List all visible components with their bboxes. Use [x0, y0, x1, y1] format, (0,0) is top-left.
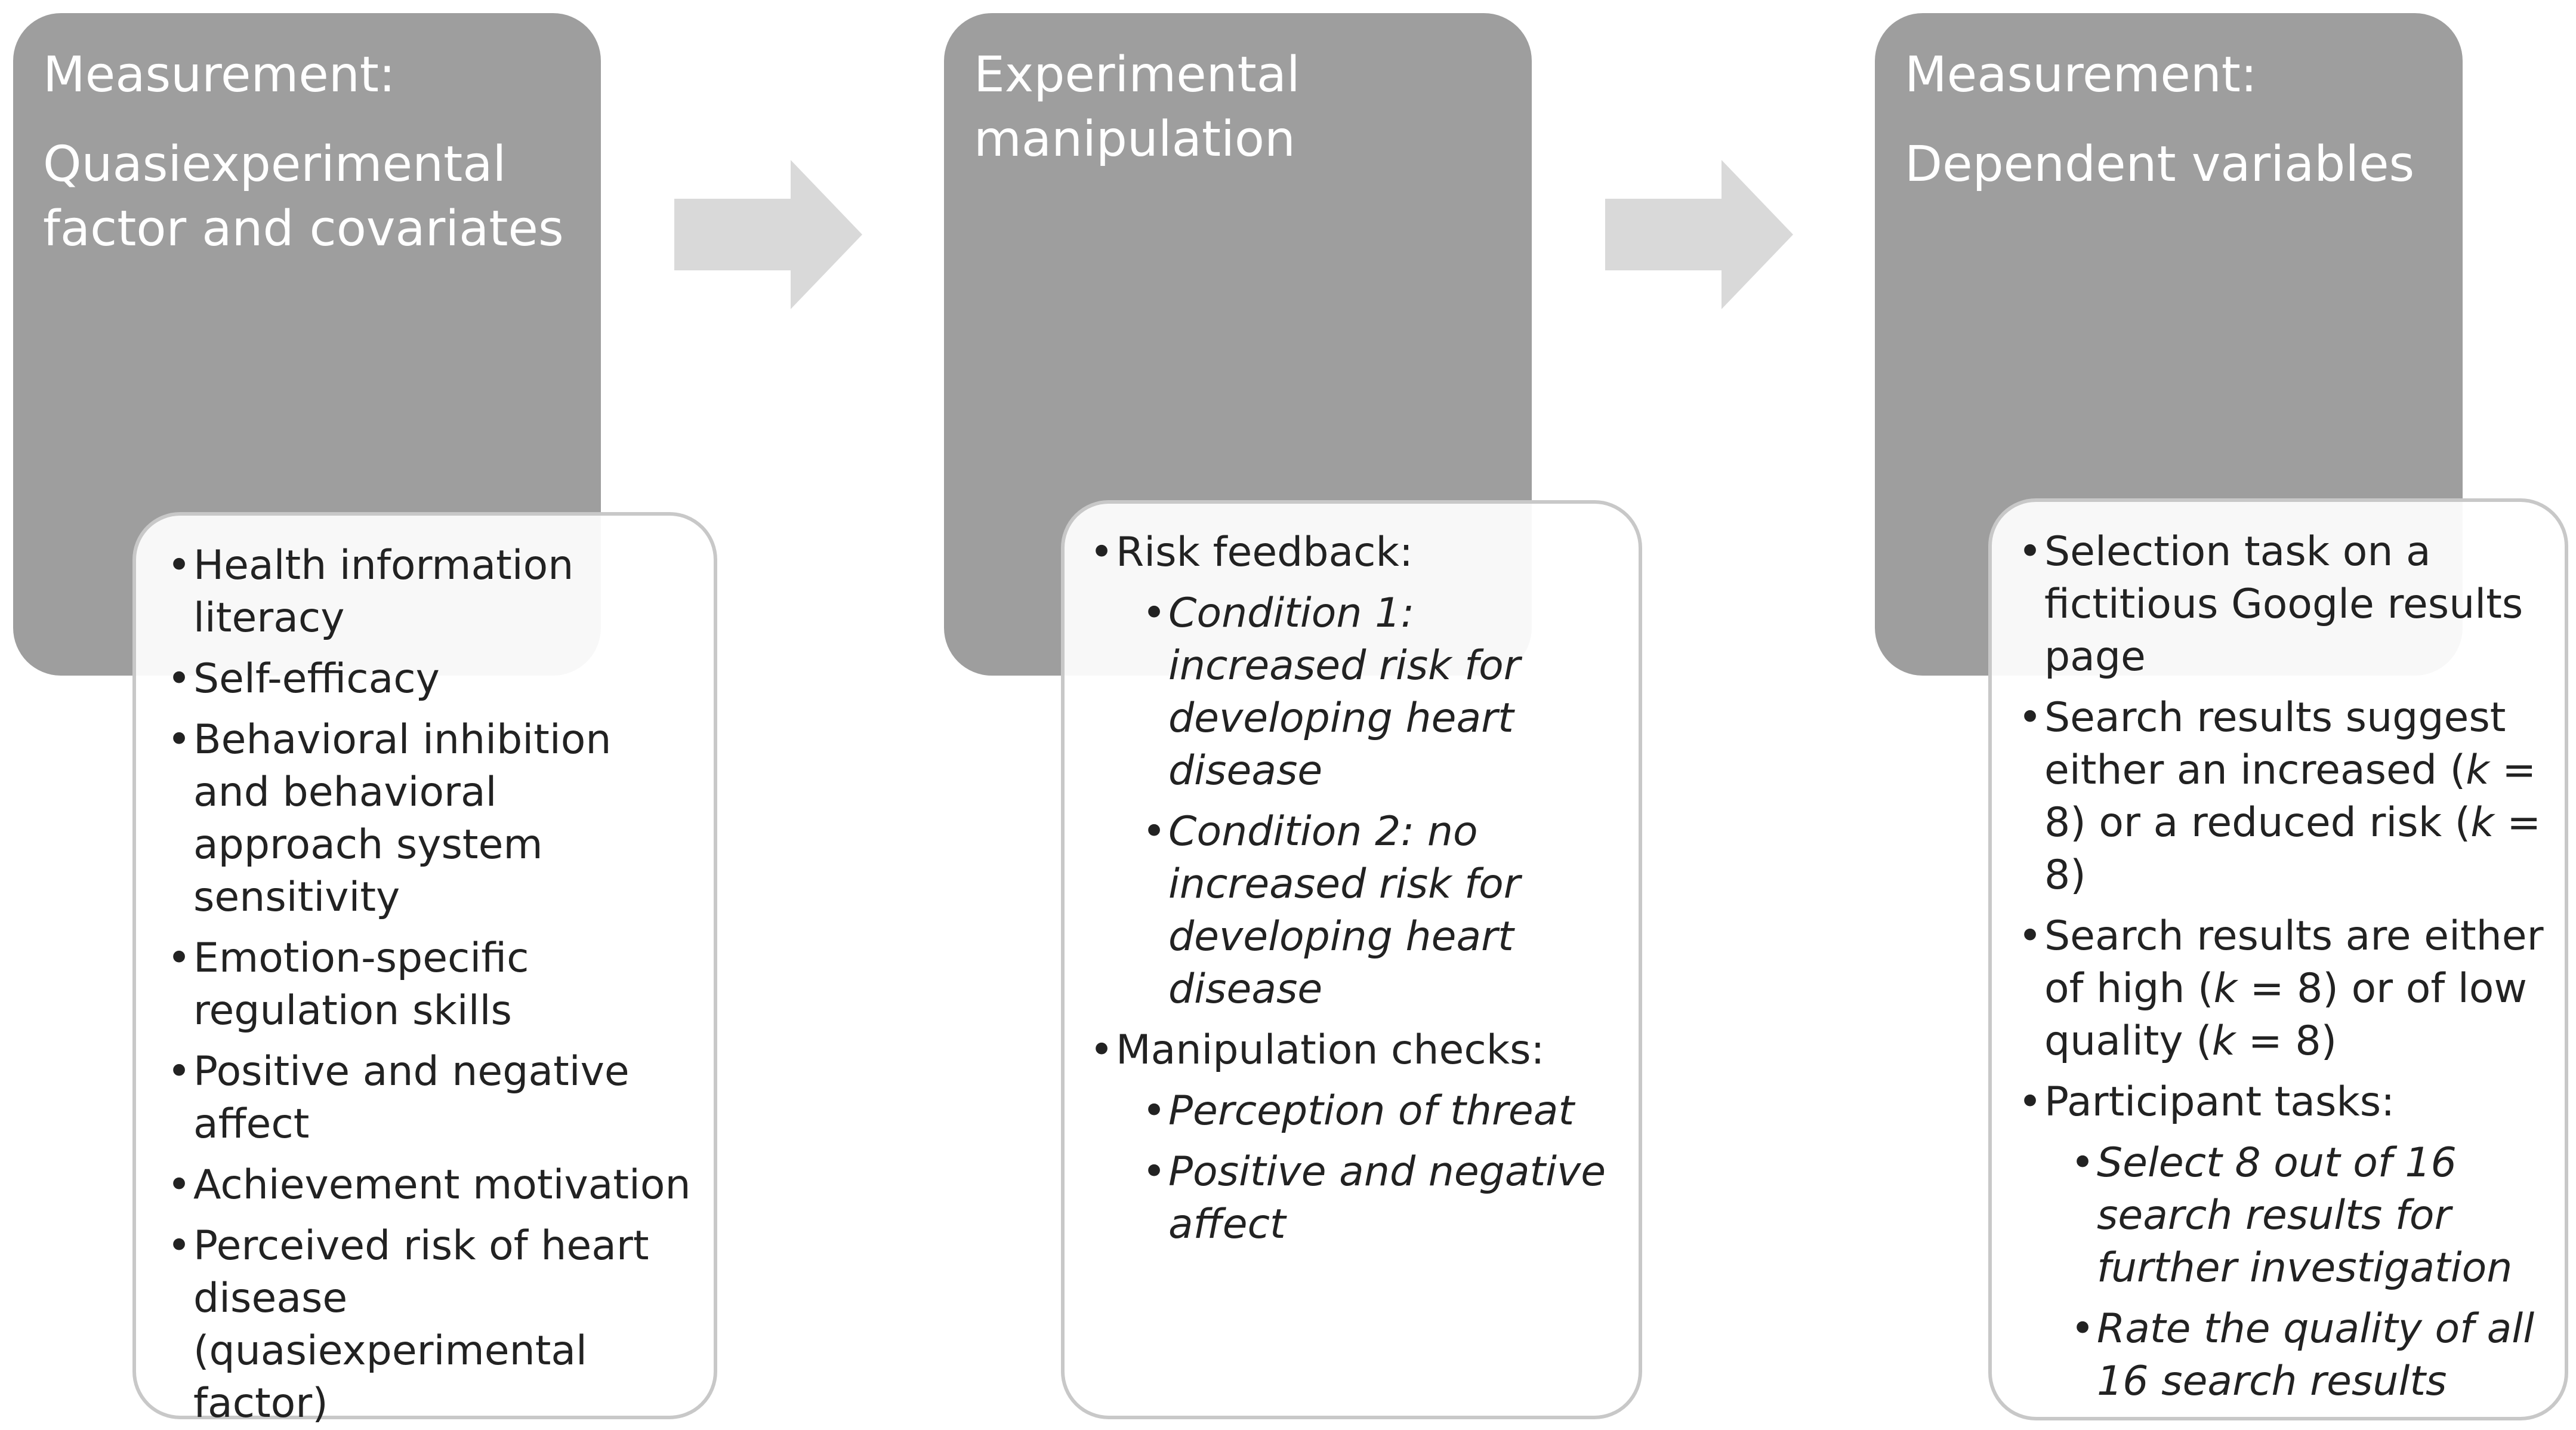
sub-list-item: Perception of threat [1142, 1085, 1622, 1138]
sub-list-item: Condition 1: increased risk for developi… [1142, 587, 1622, 797]
list-item: Achievement motivation [167, 1159, 696, 1212]
dependent-variables-list-box: Selection task on a fictitious Google re… [1988, 498, 2568, 1420]
list-item: Health information literacy [167, 540, 696, 645]
list-item: Emotion-specific regulation skills [167, 932, 696, 1037]
measurement-covariates-title: Measurement: Quasiexperimental factor an… [43, 47, 564, 257]
arrow-right-icon [674, 160, 862, 309]
list-item: Behavioral inhibition and behavioral app… [167, 714, 696, 924]
list-item: Manipulation checks: Perception of threa… [1090, 1024, 1622, 1251]
list-item: Search results suggest either an increas… [2018, 692, 2548, 902]
list-item: Search results are either of high (k = 8… [2018, 910, 2548, 1068]
sub-list-item: Condition 2: no increased risk for devel… [1142, 806, 1622, 1016]
list-item: Selection task on a fictitious Google re… [2018, 526, 2548, 683]
list-item: Participant tasks: Select 8 out of 16 se… [2018, 1076, 2548, 1408]
experimental-manipulation-list-box: Risk feedback: Condition 1: increased ri… [1061, 500, 1642, 1419]
sub-list-item: Positive and negative affect [1142, 1146, 1622, 1251]
arrow-right-icon [1605, 160, 1793, 309]
list-item: Positive and negative affect [167, 1046, 696, 1151]
list-item: Risk feedback: Condition 1: increased ri… [1090, 526, 1622, 1016]
list-item: Self-efficacy [167, 653, 696, 705]
measurement-covariates-list-box: Health information literacy Self-efficac… [132, 512, 717, 1427]
list-item: Perceived risk of heart disease (quasiex… [167, 1220, 696, 1430]
sub-list-item: Rate the quality of all 16 search result… [2071, 1303, 2548, 1408]
experimental-manipulation-title: Experimental manipulation [974, 47, 1300, 168]
dependent-variables-title: Measurement: Dependent variables [1905, 47, 2415, 193]
sub-list-item: Select 8 out of 16 search results for fu… [2071, 1137, 2548, 1295]
